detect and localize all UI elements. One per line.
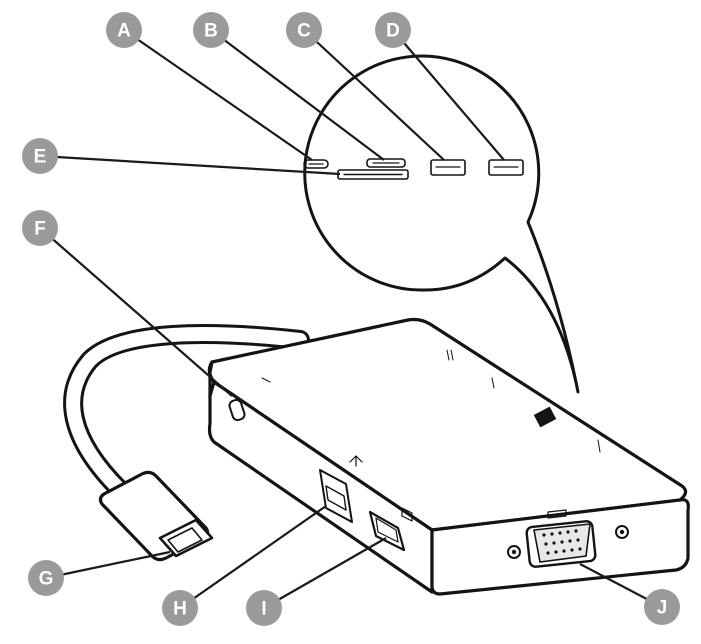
callout-f: F [22,210,58,246]
usb-c-cable [63,324,310,500]
leader-lines [39,29,663,609]
top-switch-marker [533,406,557,428]
callout-h: H [162,590,198,626]
usb-c-plug [98,470,214,562]
vga-port [507,509,629,568]
callout-i-label: I [261,599,266,620]
callout-c: C [286,12,322,48]
callout-a-label: A [117,21,131,42]
vga-pins [542,529,582,555]
magnifier-bubble [303,54,580,394]
callout-b-label: B [204,21,218,42]
callout-a: A [106,12,142,48]
side-usb-c-port [228,398,246,422]
callout-j: J [644,589,680,625]
callout-i: I [246,590,282,626]
callout-c-label: C [297,21,311,42]
callout-d-label: D [386,21,400,42]
callout-f-label: F [34,219,46,240]
callout-d: D [375,12,411,48]
callout-h-label: H [173,599,187,620]
magnified-microsd-slot [366,158,406,168]
callout-e: E [22,138,58,174]
hdmi-port [368,507,413,552]
callout-g: G [28,560,64,596]
top-face-labels [261,349,601,453]
hub-body [207,317,690,596]
callout-e-label: E [34,147,47,168]
ethernet-port [319,455,363,523]
callout-g-label: G [39,569,54,590]
magnified-usb-a-port-2 [488,159,524,176]
callout-j-label: J [657,598,668,619]
magnified-usb-a-port-1 [430,159,466,176]
magnified-usb-c-port [303,159,329,169]
callout-b: B [193,12,229,48]
